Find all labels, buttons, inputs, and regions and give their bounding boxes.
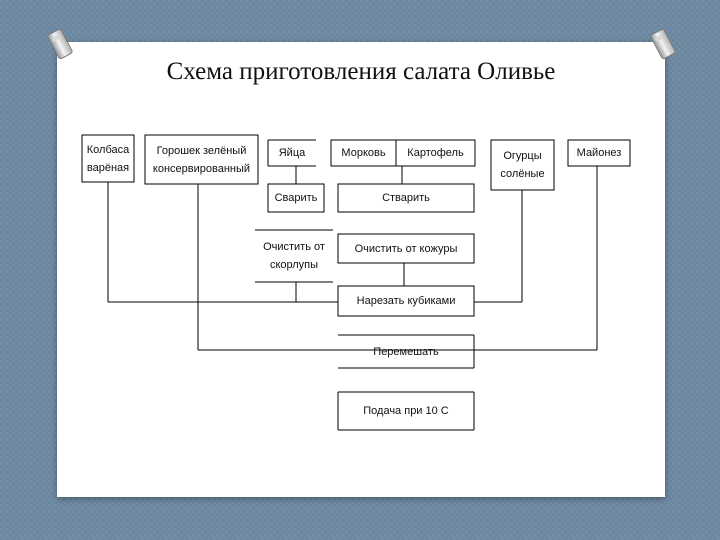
box-svarit (267, 183, 325, 213)
box-ogurtsy (490, 139, 555, 191)
box-kolbasa (81, 134, 135, 183)
slide-title: Схема приготовления салата Оливье (166, 58, 556, 85)
box-morkov-kartofel (330, 139, 476, 167)
label-ochistit-kozhury: Очистить от кожуры (354, 242, 458, 255)
box-stvarit (337, 183, 475, 213)
box-ochistit-kozhury (337, 233, 475, 264)
label-mayonez: Майонез (576, 147, 622, 159)
label-ochistit-skorlupy: Очистить от скорлупы (263, 241, 325, 271)
label-podacha: Подача при 10 С (363, 405, 449, 417)
label-morkov: Морковь (341, 147, 386, 159)
label-svarit: Сварить (274, 192, 318, 204)
label-stvarit: Стварить (382, 192, 430, 204)
box-ochistit-skorlupy (255, 229, 333, 283)
label-yaytsa: Яйца (278, 147, 306, 159)
box-narezat (337, 285, 475, 317)
box-mayonez (567, 139, 631, 167)
label-peremeshat: Перемешать (373, 345, 439, 358)
slide-paper (57, 42, 665, 497)
label-kartofel: Картофель (407, 147, 464, 159)
label-kolbasa: Колбаса варёная (86, 143, 130, 174)
label-ogurtsy: Огурцы солёные (500, 150, 545, 180)
label-goroshek: Горошек зелёный консервированный (152, 144, 251, 175)
box-podacha (337, 391, 475, 431)
label-narezat: Нарезать кубиками (356, 295, 456, 307)
box-peremeshat (338, 334, 475, 369)
box-goroshek (144, 134, 259, 185)
box-yaytsa (267, 139, 316, 167)
